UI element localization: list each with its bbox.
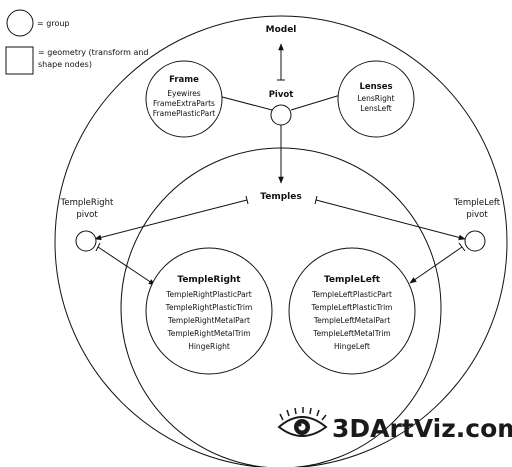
frame-item-0: Eyewires: [167, 89, 201, 98]
temples-to-right-pivot-tick: [245, 195, 249, 205]
lenses-title: Lenses: [359, 82, 392, 92]
lenses-item-0: LensRight: [357, 94, 394, 103]
temple-right-item-1: TempleRightPlasticTrim: [165, 303, 253, 312]
legend-geometry-label-1: = geometry (transform and: [38, 48, 149, 57]
temples-label: Temples: [260, 192, 301, 202]
temple-right-pivot-label-1: TempleRight: [60, 198, 114, 208]
frame-title: Frame: [169, 75, 199, 85]
temple-left-item-2: TempleLeftMetalPart: [313, 316, 390, 325]
legend-geometry-label-2: shape nodes): [38, 60, 92, 69]
right-pivot-to-templeright-arrow: [97, 246, 156, 286]
frame-item-2: FramePlasticPart: [153, 109, 215, 118]
right-pivot-to-templeright-tick: [95, 242, 101, 252]
temple-right-title: TempleRight: [177, 275, 241, 285]
temples-to-left-pivot-tick: [314, 195, 318, 205]
eye-logo-icon: [277, 407, 328, 437]
pivot-label: Pivot: [269, 90, 294, 100]
temple-left-pivot-label-1: TempleLeft: [453, 198, 501, 208]
temple-right-item-0: TempleRightPlasticPart: [165, 290, 252, 299]
temple-left-group-circle: [288, 247, 416, 375]
temple-right-item-3: TempleRightMetalTrim: [166, 329, 250, 338]
temple-right-item-4: HingeRight: [188, 342, 230, 351]
model-label: Model: [266, 25, 297, 35]
temple-right-pivot-circle: [75, 230, 97, 252]
legend-geometry-square-icon: [5, 46, 34, 75]
temple-right-item-2: TempleRightMetalPart: [167, 316, 250, 325]
left-pivot-to-templeleft-arrow: [409, 246, 463, 284]
pivot-node-circle: [270, 104, 292, 126]
temples-to-right-pivot-arrow: [94, 199, 248, 241]
temple-left-item-1: TempleLeftPlasticTrim: [310, 303, 392, 312]
left-pivot-to-templeleft-tick: [458, 242, 466, 252]
temple-left-item-4: HingeLeft: [334, 342, 370, 351]
temple-left-item-0: TempleLeftPlasticPart: [311, 290, 392, 299]
lenses-item-1: LensLeft: [360, 104, 391, 113]
lenses-group-circle: [337, 60, 415, 138]
watermark-text: 3DArtViz.com: [332, 414, 512, 443]
temples-to-left-pivot-arrow: [315, 199, 466, 241]
temple-left-item-3: TempleLeftMetalTrim: [312, 329, 390, 338]
temple-left-title: TempleLeft: [324, 275, 381, 285]
frame-item-1: FrameExtraParts: [153, 99, 215, 108]
legend-group-circle-icon: [6, 9, 34, 37]
temple-left-pivot-circle: [464, 230, 486, 252]
temple-right-group-circle: [145, 247, 273, 375]
frame-group-circle: [145, 60, 223, 138]
model-group-circle: [54, 15, 508, 467]
temple-left-pivot-label-2: pivot: [466, 210, 488, 220]
temple-right-pivot-label-2: pivot: [76, 210, 98, 220]
legend-group-label: = group: [37, 19, 69, 28]
